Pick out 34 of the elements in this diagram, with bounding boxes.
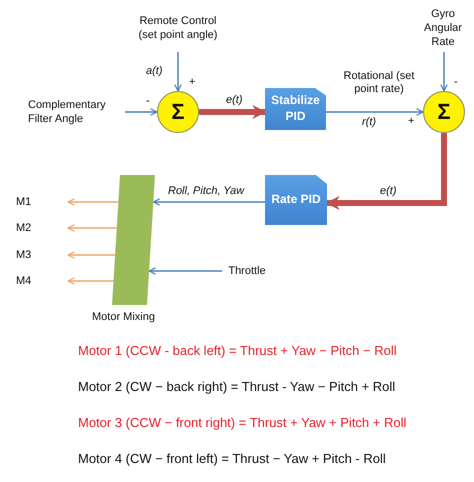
equation-text: Motor 2 (CW − back right) = Thrust - Yaw − Pitch + Roll — [78, 379, 396, 395]
arrow — [440, 52, 448, 92]
edge-label: e(t) — [226, 94, 242, 108]
arrow — [67, 277, 114, 285]
input-label: Gyro Angular Rate — [418, 4, 468, 52]
edge-label: e(t) — [380, 185, 396, 198]
motor-label: M2 — [16, 220, 68, 236]
summing-junction: Σ — [423, 91, 465, 133]
arrow — [125, 108, 158, 116]
summing-junction: Σ — [157, 91, 199, 133]
arrow — [148, 267, 222, 275]
arrow — [326, 108, 424, 116]
arrow — [67, 198, 118, 206]
motor-label: M1 — [16, 194, 68, 210]
signal-label: r(t) — [362, 116, 376, 130]
edge-label: a(t) — [146, 65, 162, 78]
arrow — [199, 105, 266, 119]
arrow — [174, 52, 182, 92]
edge-label: Roll, Pitch, Yaw — [168, 185, 244, 198]
pid-block: Rate PID — [265, 175, 327, 225]
input-label: Throttle — [222, 262, 272, 280]
equation-text: Motor 3 (CCW − front right) = Thrust + Yaw + Pitch + Roll — [78, 415, 406, 431]
equation-text: Motor 4 (CW − front left) = Thrust − Yaw + Pitch - Roll — [78, 451, 386, 467]
arrow — [152, 198, 265, 206]
input-label: Complementary Filter Angle — [28, 97, 125, 127]
arrow — [67, 224, 117, 232]
equation-text: Motor 1 (CCW - back left) = Thrust + Yaw − Pitch − Roll — [78, 343, 397, 359]
block-caption: Motor Mixing — [92, 311, 155, 324]
pid-block: Stabilize PID — [265, 88, 326, 130]
arrow — [326, 133, 447, 210]
motor-label: M3 — [16, 247, 68, 263]
input-label: Remote Control (set point angle) — [134, 4, 222, 52]
motor-label: M4 — [16, 273, 68, 289]
arrow — [67, 251, 116, 259]
